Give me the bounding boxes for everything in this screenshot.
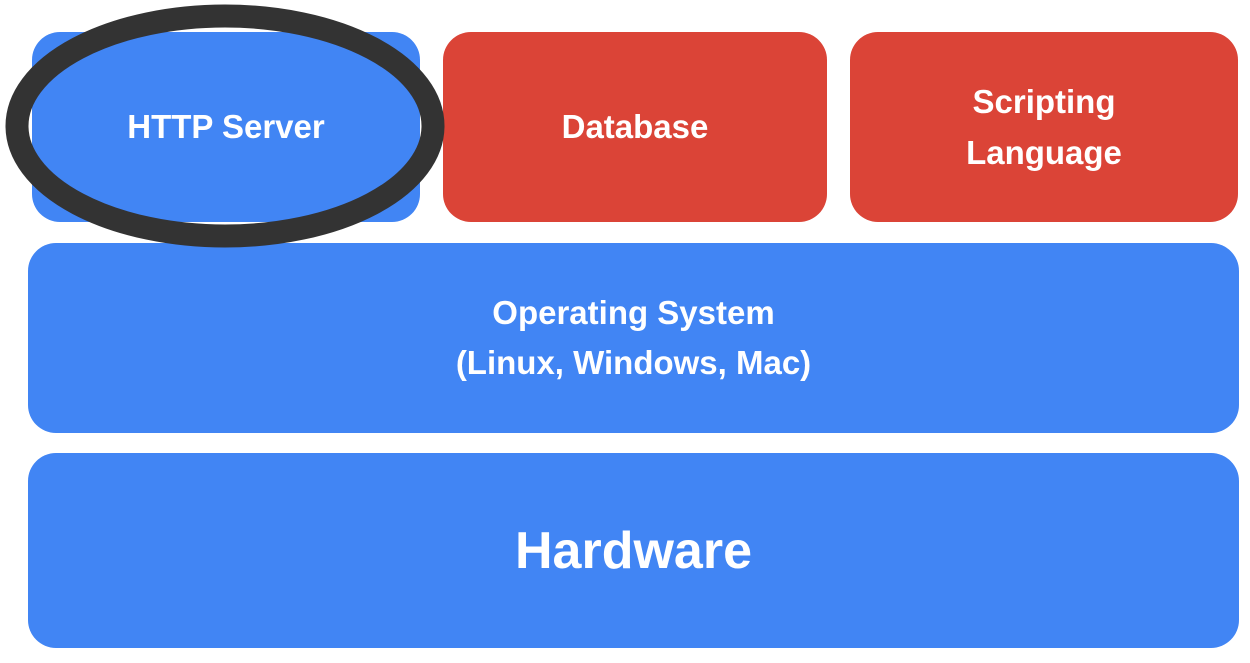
scripting-language-label-line1: Scripting <box>972 83 1116 120</box>
operating-system-label-line1: Operating System <box>492 294 775 331</box>
operating-system-label-line2: (Linux, Windows, Mac) <box>455 344 812 381</box>
database-label: Database <box>561 108 709 145</box>
box-http-server: HTTP Server <box>32 32 420 222</box>
box-scripting-language: Scripting Language <box>850 32 1238 222</box>
box-hardware: Hardware <box>28 453 1239 648</box>
hardware-label: Hardware <box>515 521 752 580</box>
http-server-label: HTTP Server <box>127 108 325 145</box>
box-operating-system: Operating System (Linux, Windows, Mac) <box>28 243 1239 433</box>
scripting-language-label-line2: Language <box>966 134 1122 171</box>
box-database: Database <box>443 32 827 222</box>
